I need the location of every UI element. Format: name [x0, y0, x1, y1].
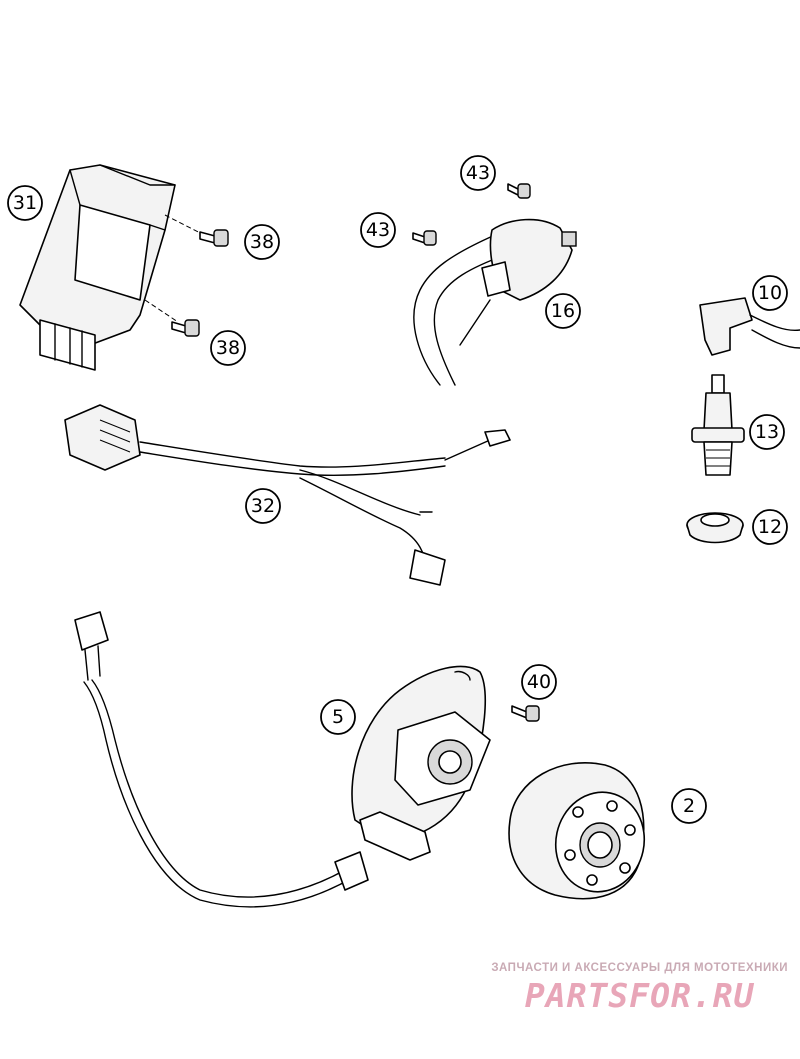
svg-text:43: 43 — [366, 219, 390, 241]
svg-text:38: 38 — [250, 231, 274, 253]
spark-plug-connector-part — [699, 297, 800, 356]
screw-part — [412, 230, 437, 246]
screw-part — [171, 319, 200, 337]
svg-text:31: 31 — [13, 192, 37, 214]
svg-text:10: 10 — [758, 282, 782, 304]
svg-text:2: 2 — [683, 795, 695, 817]
flywheel-part — [508, 762, 646, 900]
svg-text:5: 5 — [332, 706, 344, 728]
watermark-tagline: ЗАПЧАСТИ И АКСЕССУАРЫ ДЛЯ МОТОТЕХНИКИ — [491, 962, 788, 974]
svg-text:13: 13 — [755, 421, 779, 443]
callout-38: 38 — [210, 330, 246, 366]
callout-38: 38 — [244, 224, 280, 260]
callout-10: 10 — [752, 275, 788, 311]
callout-2: 2 — [671, 788, 707, 824]
screw-part — [199, 229, 229, 247]
svg-text:43: 43 — [466, 162, 490, 184]
callout-43: 43 — [460, 155, 496, 191]
svg-text:32: 32 — [251, 495, 275, 517]
screw-part — [511, 705, 540, 722]
control-unit-part — [19, 164, 211, 371]
callout-5: 5 — [320, 699, 356, 735]
spark-plug-part — [691, 374, 745, 476]
svg-text:40: 40 — [527, 671, 551, 693]
callout-12: 12 — [752, 509, 788, 545]
svg-text:38: 38 — [216, 337, 240, 359]
callout-43: 43 — [360, 212, 396, 248]
watermark: ЗАПЧАСТИ И АКСЕССУАРЫ ДЛЯ МОТОТЕХНИКИ PA… — [491, 962, 788, 1015]
svg-text:12: 12 — [758, 516, 782, 538]
callout-32: 32 — [245, 488, 281, 524]
callout-40: 40 — [521, 664, 557, 700]
stator-part — [74, 611, 491, 908]
screw-part — [507, 183, 531, 199]
callout-16: 16 — [545, 293, 581, 329]
washer-part — [686, 512, 744, 544]
svg-text:16: 16 — [551, 300, 575, 322]
callout-13: 13 — [749, 414, 785, 450]
watermark-logo: PARTSFOR.RU — [524, 976, 755, 1015]
callout-31: 31 — [7, 185, 43, 221]
wiring-harness-part — [64, 404, 511, 586]
ignition-coil-part — [413, 218, 577, 386]
